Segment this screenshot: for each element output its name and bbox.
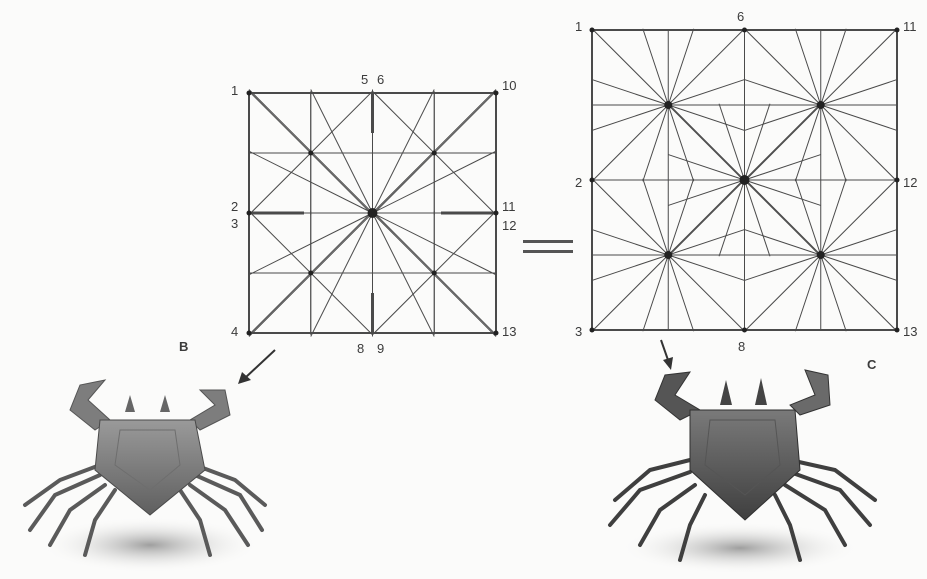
corner-label-r3: 3	[575, 325, 582, 338]
corner-label-1: 1	[231, 84, 238, 97]
corner-label-8: 8	[357, 342, 364, 355]
caption-c: C	[867, 358, 876, 371]
corner-label-r6: 6	[737, 10, 744, 23]
crab-c	[610, 370, 875, 574]
corner-label-11: 11	[502, 200, 516, 213]
corner-label-r13: 13	[903, 325, 917, 338]
corner-label-4: 4	[231, 325, 238, 338]
corner-label-r12: 12	[903, 176, 917, 189]
corner-label-9: 9	[377, 342, 384, 355]
corner-label-3: 3	[231, 217, 238, 230]
caption-b: B	[179, 340, 188, 353]
corner-label-5: 5	[361, 73, 368, 86]
corner-label-2: 2	[231, 200, 238, 213]
corner-label-6: 6	[377, 73, 384, 86]
corner-label-r8: 8	[738, 340, 745, 353]
crab-b	[25, 380, 265, 573]
corner-label-10: 10	[502, 79, 516, 92]
corner-label-r11: 11	[903, 20, 917, 33]
corner-label-13: 13	[502, 325, 516, 338]
corner-label-12: 12	[502, 219, 516, 232]
corner-label-r1: 1	[575, 20, 582, 33]
corner-label-r2: 2	[575, 176, 582, 189]
